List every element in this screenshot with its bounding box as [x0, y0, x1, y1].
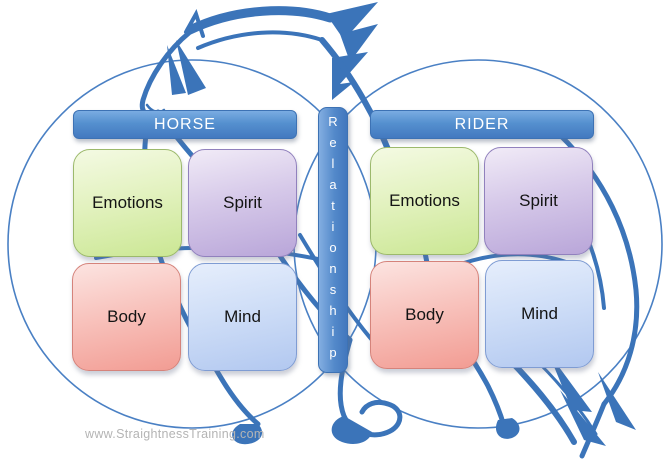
rider-group-header-label: RIDER	[454, 115, 510, 133]
rider-emotions-label: Emotions	[389, 191, 460, 210]
horse-mind-box: Mind	[188, 263, 297, 371]
relationship-label: Relationship	[325, 114, 341, 366]
watermark: www.StraightnessTraining.com	[85, 427, 265, 441]
rider-spirit-label: Spirit	[519, 191, 558, 210]
relationship-bar: Relationship	[318, 107, 348, 373]
rider-mind-label: Mind	[521, 304, 558, 323]
horse-group-header-label: HORSE	[154, 115, 216, 133]
rider-body-box: Body	[370, 261, 479, 369]
horse-body-label: Body	[107, 307, 146, 326]
rider-body-label: Body	[405, 305, 444, 324]
horse-body-box: Body	[72, 263, 181, 371]
horse-mind-label: Mind	[224, 307, 261, 326]
horse-spirit-label: Spirit	[223, 193, 262, 212]
horse-emotions-label: Emotions	[92, 193, 163, 212]
rider-emotions-box: Emotions	[370, 147, 479, 255]
rider-mind-box: Mind	[485, 260, 594, 368]
horse-group-header: HORSE	[73, 110, 297, 139]
horse-spirit-box: Spirit	[188, 149, 297, 257]
rider-spirit-box: Spirit	[484, 147, 593, 255]
horse-emotions-box: Emotions	[73, 149, 182, 257]
rider-group-header: RIDER	[370, 110, 594, 139]
